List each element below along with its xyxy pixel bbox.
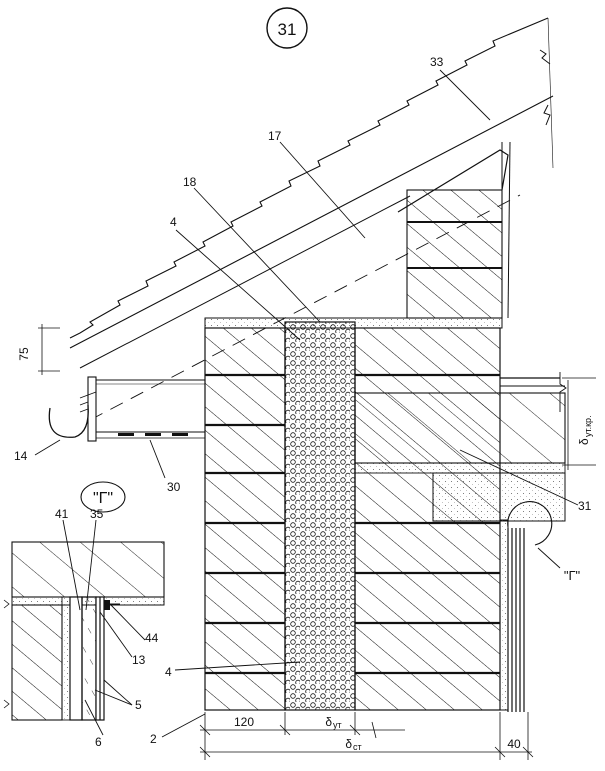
- svg-text:δ: δ: [325, 715, 332, 729]
- label-14: 14: [14, 449, 28, 463]
- roof-underside: [69, 95, 554, 349]
- svg-text:δ: δ: [577, 438, 591, 445]
- inner-finish: [499, 519, 509, 711]
- fascia-board: [87, 376, 97, 442]
- floor-slab: [354, 392, 566, 464]
- svg-text:δ: δ: [345, 737, 352, 751]
- label-44: 44: [145, 631, 159, 645]
- bottom-dimensions: [199, 712, 534, 760]
- label-35: 35: [90, 507, 104, 521]
- label-41: 41: [55, 507, 69, 521]
- gable-masonry: [406, 189, 503, 319]
- label-13: 13: [132, 653, 146, 667]
- break-mark-top: [539, 49, 551, 65]
- outer-masonry: [204, 327, 286, 711]
- dim-delta-ut: δ ут: [325, 715, 341, 730]
- inset-flashing: [104, 600, 110, 610]
- label-75: 75: [17, 347, 31, 361]
- label-120: 120: [234, 715, 254, 729]
- label-40: 40: [507, 737, 521, 751]
- label-6: 6: [95, 735, 102, 749]
- roof-right-edge: [547, 17, 554, 169]
- mortar-joints: [205, 373, 500, 675]
- inset-slab: [11, 541, 165, 598]
- label-18: 18: [183, 175, 197, 189]
- title-number: 31: [278, 20, 297, 39]
- rafter-line: [79, 195, 411, 369]
- slab-edge-insulation: [432, 472, 566, 522]
- title-marker: 31: [266, 7, 308, 49]
- floor-screed: [354, 462, 566, 474]
- label-17: 17: [268, 129, 282, 143]
- dim-delta-st: δ ст: [345, 737, 361, 752]
- leader-lines: [34, 69, 579, 738]
- dim-delta-ut-kr: δ ут.кр.: [562, 377, 596, 470]
- inset-frame-a: [69, 596, 83, 721]
- window-frame: [507, 528, 525, 712]
- inset-wall: [11, 604, 63, 721]
- detail-marker-text: "Г": [564, 568, 581, 583]
- detail-title: "Г": [80, 481, 126, 513]
- label-33: 33: [430, 55, 444, 69]
- gutter: [48, 404, 89, 438]
- soffit-vents: [118, 433, 188, 436]
- eave: [48, 376, 205, 442]
- svg-text:ут.кр.: ут.кр.: [583, 415, 593, 437]
- inset-frame-b: [81, 596, 97, 721]
- label-5: 5: [135, 698, 142, 712]
- roof-shingles: [69, 17, 549, 339]
- label-4-bottom: 4: [165, 665, 172, 679]
- label-4-top: 4: [170, 215, 177, 229]
- label-2: 2: [150, 732, 157, 746]
- detail-inset: [3, 541, 165, 721]
- label-31: 31: [578, 499, 592, 513]
- svg-text:ст: ст: [353, 742, 362, 752]
- insulation-layer: [284, 321, 356, 711]
- inset-plaster: [61, 596, 71, 721]
- slab-break: [559, 372, 567, 412]
- detail-title-text: "Г": [93, 490, 113, 507]
- break-mark-right: [543, 104, 551, 126]
- label-30: 30: [167, 480, 181, 494]
- wall-section: [204, 317, 567, 712]
- detail-marker: "Г": [507, 501, 581, 583]
- gable-cap: [397, 149, 509, 213]
- svg-text:ут: ут: [333, 720, 342, 730]
- dim-75: [38, 324, 60, 375]
